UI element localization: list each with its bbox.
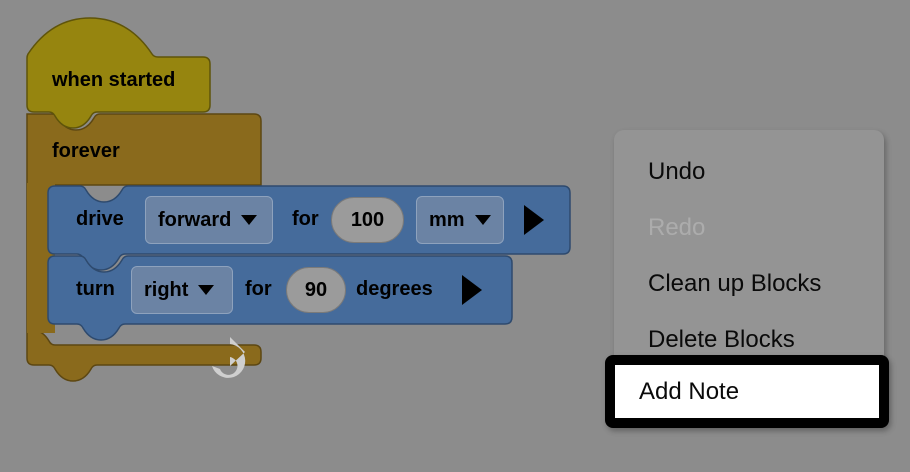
drive-unit-dropdown[interactable]: mm: [416, 196, 504, 244]
blocks-workspace[interactable]: when started forever drive forward for 1…: [0, 0, 600, 472]
chevron-down-icon: [241, 215, 258, 225]
drive-direction-value: forward: [158, 208, 232, 231]
menu-item-add-note-highlight[interactable]: Add Note: [605, 355, 889, 428]
turn-degrees-label: degrees: [356, 278, 433, 300]
menu-item-redo: Redo: [648, 214, 706, 241]
play-arrow-icon[interactable]: [462, 275, 482, 305]
drive-distance-input[interactable]: 100: [331, 197, 404, 243]
menu-item-delete-blocks[interactable]: Delete Blocks: [648, 326, 795, 353]
when-started-block-shape: [26, 17, 211, 129]
menu-item-add-note-label: Add Note: [615, 365, 879, 418]
turn-angle-input[interactable]: 90: [286, 267, 346, 313]
turn-angle-value: 90: [304, 278, 328, 301]
drive-direction-dropdown[interactable]: forward: [145, 196, 273, 244]
chevron-down-icon: [198, 285, 215, 295]
turn-for-label: for: [245, 278, 272, 300]
turn-direction-value: right: [144, 278, 189, 301]
turn-label: turn: [76, 278, 115, 300]
when-started-label: when started: [52, 69, 176, 91]
drive-for-label: for: [292, 208, 319, 230]
forever-block-shape: [26, 113, 262, 382]
menu-item-undo[interactable]: Undo: [648, 158, 706, 185]
drive-distance-value: 100: [350, 208, 385, 231]
play-arrow-icon[interactable]: [524, 205, 544, 235]
turn-direction-dropdown[interactable]: right: [131, 266, 233, 314]
turn-block-shape: [47, 255, 513, 341]
drive-unit-value: mm: [429, 208, 465, 231]
drive-label: drive: [76, 208, 124, 230]
menu-item-clean-up-blocks[interactable]: Clean up Blocks: [648, 270, 822, 297]
forever-label: forever: [52, 140, 120, 162]
chevron-down-icon: [474, 215, 491, 225]
